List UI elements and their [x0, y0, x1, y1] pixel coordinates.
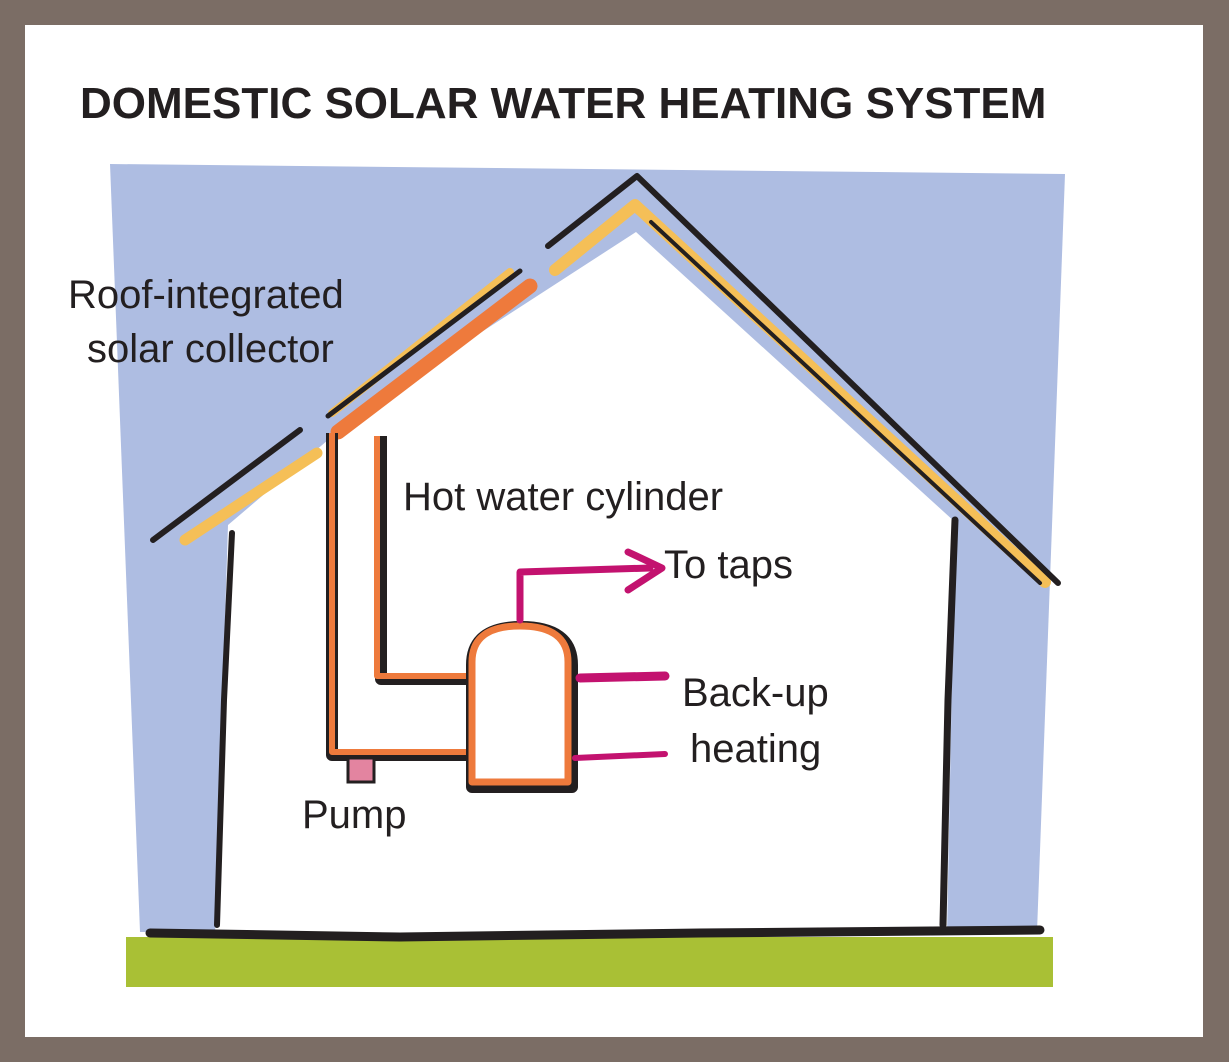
- ground-line: [145, 925, 1045, 942]
- collector-label-line1: Roof-integrated: [68, 273, 344, 317]
- roof-outline-left-lower: [150, 427, 303, 543]
- roof-tile-right: [549, 199, 1051, 588]
- house-wall-right: [939, 516, 959, 929]
- roof-outline-left-upper: [325, 268, 523, 419]
- pipe-flow: [329, 433, 470, 755]
- roof-tile-left-lower: [179, 447, 323, 546]
- backup-label-line2: heating: [690, 727, 821, 771]
- pipe-return: [374, 436, 470, 679]
- roof-outline-peak-right: [545, 173, 1061, 586]
- pump: [346, 756, 376, 784]
- roof-outline-inner-right: [649, 220, 1042, 585]
- pump-label: Pump: [302, 793, 407, 837]
- to-taps-pipe: [516, 564, 654, 624]
- solar-collector: [330, 278, 538, 440]
- cylinder-label: Hot water cylinder: [403, 475, 723, 519]
- house-wall-left: [214, 530, 235, 928]
- to-taps-arrowhead: [624, 548, 666, 594]
- backup-label-line1: Back-up: [682, 671, 829, 715]
- hot-water-cylinder: [468, 622, 572, 786]
- collector-label-line2: solar collector: [87, 327, 334, 371]
- ground: [126, 937, 1053, 987]
- backup-heating-pipe-top: [575, 671, 670, 683]
- collector-pipe-loop: [326, 433, 470, 761]
- backup-heating-pipe-bottom: [572, 751, 668, 761]
- diagram-title: DOMESTIC SOLAR WATER HEATING SYSTEM: [80, 79, 1046, 128]
- taps-label: To taps: [664, 543, 793, 587]
